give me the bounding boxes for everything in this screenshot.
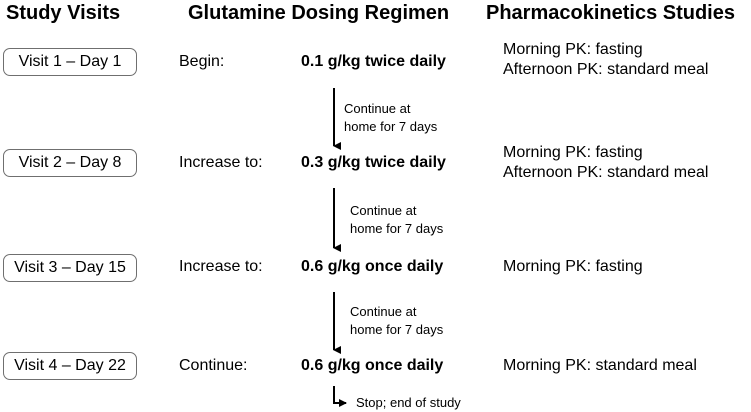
visit-1-action: Begin: xyxy=(179,53,225,70)
transition-3-line-1: Continue at xyxy=(350,304,417,319)
visit-1-pk-line-1: Morning PK: fasting xyxy=(503,41,643,58)
end-arrow xyxy=(333,386,347,407)
visit-4-box: Visit 4 – Day 22 xyxy=(3,352,137,380)
visit-3-pk: Morning PK: fasting xyxy=(503,257,643,277)
transition-1-line-1: Continue at xyxy=(344,101,411,116)
dosing-regimen-header: Glutamine Dosing Regimen xyxy=(188,2,450,24)
visit-2-box: Visit 2 – Day 8 xyxy=(3,149,137,177)
visit-4-pk-line-1: Morning PK: standard meal xyxy=(503,357,697,374)
visit-1-pk: Morning PK: fasting Afternoon PK: standa… xyxy=(503,40,708,80)
transition-3-note: Continue at home for 7 days xyxy=(350,303,443,339)
visit-3-box: Visit 3 – Day 15 xyxy=(3,254,137,282)
visit-4-pk: Morning PK: standard meal xyxy=(503,356,697,376)
transition-1-line-2: home for 7 days xyxy=(344,119,438,134)
visit-3-pk-line-1: Morning PK: fasting xyxy=(503,258,643,275)
transition-2-line-1: Continue at xyxy=(350,203,417,218)
visit-1-dose: 0.1 g/kg twice daily xyxy=(301,53,446,70)
visit-2-action: Increase to: xyxy=(179,154,263,171)
visit-4-action: Continue: xyxy=(179,357,248,374)
transition-1-note: Continue at home for 7 days xyxy=(344,100,437,136)
visit-3-action: Increase to: xyxy=(179,258,263,275)
end-of-study-note: Stop; end of study xyxy=(356,395,461,410)
visit-2-pk-line-2: Afternoon PK: standard meal xyxy=(503,164,709,181)
visit-3-dose: 0.6 g/kg once daily xyxy=(301,258,444,275)
pk-studies-header: Pharmacokinetics Studies xyxy=(486,2,735,24)
transition-2-note: Continue at home for 7 days xyxy=(350,202,443,238)
transition-2-line-2: home for 7 days xyxy=(350,221,444,236)
visit-4-dose: 0.6 g/kg once daily xyxy=(301,357,444,374)
visit-2-pk: Morning PK: fasting Afternoon PK: standa… xyxy=(503,143,708,183)
study-visits-header: Study Visits xyxy=(6,2,121,24)
visit-1-box: Visit 1 – Day 1 xyxy=(3,48,137,76)
visit-1-pk-line-2: Afternoon PK: standard meal xyxy=(503,61,709,78)
transition-3-line-2: home for 7 days xyxy=(350,322,444,337)
visit-2-pk-line-1: Morning PK: fasting xyxy=(503,144,643,161)
visit-2-dose: 0.3 g/kg twice daily xyxy=(301,154,446,171)
